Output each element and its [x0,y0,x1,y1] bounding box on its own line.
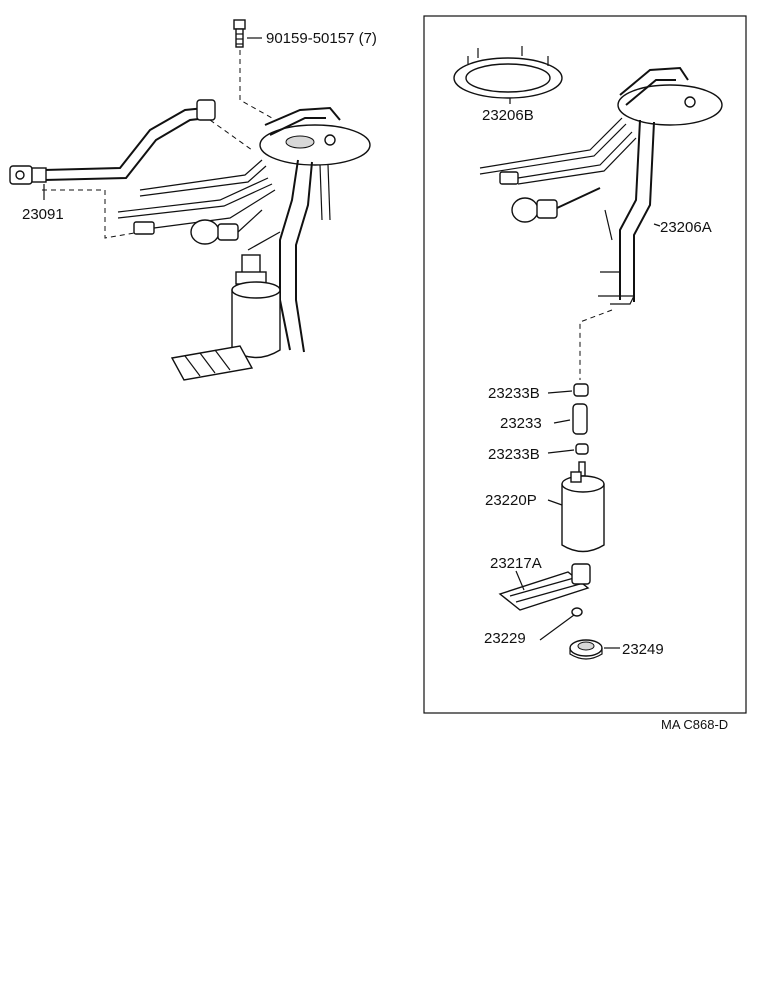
gasket-part-number: 23206B [482,107,534,124]
hose-part-number: 23091 [22,206,64,223]
left-sender-unit [117,106,371,353]
clip-drawing [571,607,583,617]
pump-drawing [561,461,605,553]
upper-clamp-drawing [573,383,589,397]
lower-clamp-part-number: 23233B [488,446,540,463]
right-exploded-box: 23206B 23206A 23233B 23233 23233B 23220P… [423,15,747,714]
clip-part-number: 23229 [484,630,526,647]
right-sender-unit [479,66,723,380]
lower-clamp-drawing [575,443,589,455]
filter-drawing [498,563,591,611]
bolt-drawing [233,19,273,119]
leader-lines [515,390,620,649]
cushion-part-number: 23249 [622,641,664,658]
pump-hose-part-number: 23233 [500,415,542,432]
pump-hose-drawing [572,403,588,435]
pump-part-number: 23220P [485,492,537,509]
bolt-part-number: 90159-50157 (7) [266,30,377,47]
exploded-view-frame [423,15,747,714]
fuel-hose-drawing [9,99,253,239]
cushion-drawing [569,639,603,660]
upper-clamp-part-number: 23233B [488,385,540,402]
bracket-part-number: 23206A [660,219,712,236]
filter-part-number: 23217A [490,555,542,572]
left-pump-drawing [170,254,281,381]
gasket-drawing [453,46,563,104]
left-assembly: 90159-50157 (7) 23091 [9,19,377,381]
diagram-code: MA C868-D [661,717,728,732]
